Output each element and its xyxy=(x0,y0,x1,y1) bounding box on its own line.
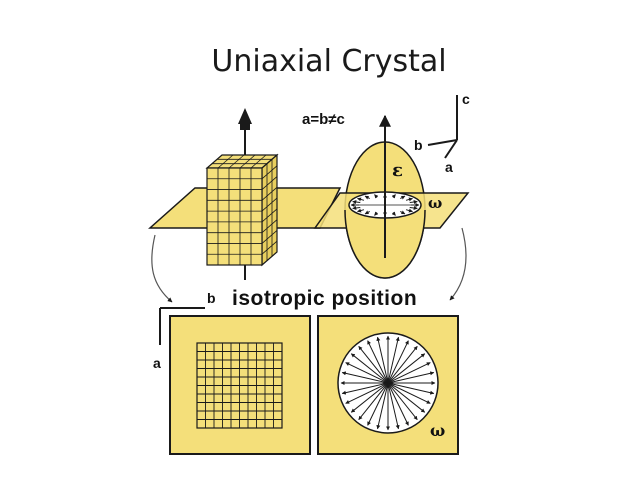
radial-arrow xyxy=(387,382,418,421)
ring-arrow xyxy=(364,195,370,200)
radial-arrow xyxy=(387,336,400,384)
radial-arrow xyxy=(376,382,389,430)
radial-vector-arrows xyxy=(340,335,436,431)
grid-line xyxy=(261,197,278,212)
radial-arrow xyxy=(350,382,389,413)
radial-arrow xyxy=(367,340,389,384)
ring-arrow xyxy=(405,197,413,202)
radial-arrow xyxy=(387,362,431,384)
epsilon-label: ε xyxy=(392,160,403,181)
omega-label-bottom: ω xyxy=(430,421,445,440)
grid-line xyxy=(239,154,256,169)
ring-arrow xyxy=(391,211,396,216)
radial-arrow xyxy=(387,345,418,384)
axis-label-c: c xyxy=(462,91,470,107)
block-grid-lines xyxy=(207,154,278,265)
ring-arrow xyxy=(352,200,361,205)
radial-arrow xyxy=(387,353,426,384)
radial-arrow xyxy=(358,382,389,421)
radial-arrow xyxy=(367,382,389,426)
axis-label-b: b xyxy=(414,137,423,153)
ring-arrow xyxy=(352,205,361,210)
radial-arrow xyxy=(387,382,409,426)
relation-label: a=b≠c xyxy=(302,111,345,128)
radial-arrow xyxy=(358,345,389,384)
axis-label-a: a xyxy=(445,159,453,175)
radial-arrow xyxy=(387,382,431,404)
radial-arrow xyxy=(341,382,389,395)
radial-arrow xyxy=(387,382,400,430)
grid-line xyxy=(228,154,245,169)
ring-arrow xyxy=(374,211,379,216)
indicatrix-group: ε ω xyxy=(313,114,470,279)
isotropic-position-label: isotropic position xyxy=(232,287,417,310)
grid-line xyxy=(261,240,278,255)
axis-indicator: c b a xyxy=(414,91,470,175)
curved-arrow-icon xyxy=(449,227,467,301)
optic-axis-arrow-icon xyxy=(238,108,252,124)
radial-arrow xyxy=(387,340,409,384)
radial-arrow xyxy=(341,371,389,384)
radial-arrow xyxy=(350,353,389,384)
block-side-face xyxy=(261,153,278,267)
ring-arrow xyxy=(400,195,406,200)
grid-line xyxy=(261,165,278,180)
bottom-left-panel xyxy=(169,315,311,455)
ring-arrow xyxy=(409,200,418,205)
grid-line xyxy=(217,154,234,169)
ring-arrow xyxy=(357,197,365,202)
radial-arrow xyxy=(387,382,435,395)
bottom-axis-label-b: b xyxy=(207,290,216,306)
block-front-face xyxy=(206,167,263,266)
bottom-axis-label-a: a xyxy=(153,355,161,371)
ring-arrow xyxy=(400,210,406,215)
ring-arrow xyxy=(391,194,396,199)
radial-arrow xyxy=(376,336,389,384)
ring-arrow xyxy=(409,205,418,210)
grid-line xyxy=(250,154,267,169)
bottom-axis-indicator: b a xyxy=(153,290,216,371)
grid-line xyxy=(261,219,278,233)
grid-line xyxy=(261,208,278,223)
crystal-block-group xyxy=(148,108,342,280)
slide-title: Uniaxial Crystal xyxy=(211,44,447,79)
grid-line xyxy=(261,230,278,244)
radial-arrow xyxy=(387,371,435,384)
ring-arrow xyxy=(374,194,379,199)
omega-label-top: ω xyxy=(428,194,442,212)
ring-arrow xyxy=(405,208,413,213)
ring-arrow xyxy=(357,208,365,213)
radial-arrow xyxy=(345,362,389,384)
grid-line xyxy=(261,187,278,201)
radial-arrow xyxy=(387,382,426,413)
curved-arrow-icon xyxy=(151,234,173,303)
panel-grid-lines xyxy=(196,342,283,429)
grid-line xyxy=(261,176,278,190)
radial-arrow xyxy=(345,382,389,404)
ring-arrow xyxy=(364,210,370,215)
ring-vector-arrows xyxy=(350,193,420,217)
